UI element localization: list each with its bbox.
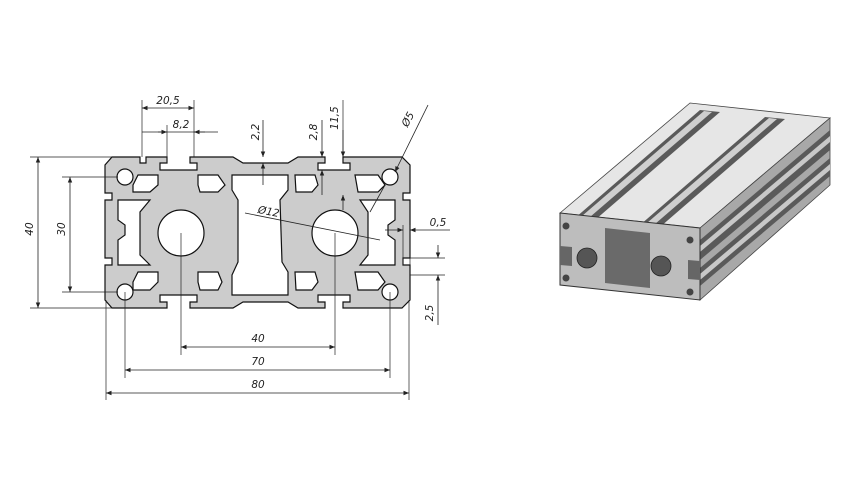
dim-slot-opening: 8,2 bbox=[173, 119, 190, 131]
dim-center-hole: Ø12 bbox=[256, 204, 281, 220]
corner-hole-top-left bbox=[116, 168, 134, 186]
iso-front-center-hole-left bbox=[576, 247, 598, 269]
iso-front-slot-left bbox=[560, 246, 572, 266]
iso-front-slot-right bbox=[688, 260, 700, 280]
iso-top-slot-left-inner bbox=[582, 111, 712, 217]
iso-front-inner-pocket bbox=[605, 228, 650, 288]
iso-front-corner-hole-tl bbox=[562, 222, 570, 230]
dim-corner-hole: Ø5 bbox=[399, 110, 417, 130]
profile-cross-section bbox=[104, 156, 411, 309]
iso-front-corner-hole-br bbox=[686, 288, 694, 296]
dim-slot-width: 20,5 bbox=[156, 95, 180, 107]
isometric-profile-view bbox=[559, 102, 831, 301]
dim-wall-top: 2,2 bbox=[250, 123, 262, 140]
dim-center-distance: 40 bbox=[251, 333, 265, 345]
iso-front-corner-hole-tr bbox=[686, 236, 694, 244]
dim-gap: 0,5 bbox=[430, 217, 447, 229]
iso-front-corner-hole-bl bbox=[562, 274, 570, 282]
dim-height-total: 40 bbox=[24, 222, 36, 236]
dim-height-inner: 30 bbox=[56, 222, 68, 236]
dim-width-total: 80 bbox=[251, 379, 265, 391]
dim-hole-distance: 70 bbox=[251, 356, 265, 368]
iso-front-center-hole-right bbox=[650, 255, 672, 277]
iso-top-slot-right-inner bbox=[647, 118, 777, 224]
corner-hole-top-right bbox=[381, 168, 399, 186]
dimension-lines bbox=[30, 100, 450, 400]
dim-side-wall: 2,5 bbox=[424, 304, 436, 321]
iso-side-slot-bottom-inner bbox=[700, 164, 830, 280]
iso-side-slot-top-inner bbox=[700, 136, 830, 252]
dim-depth: 11,5 bbox=[329, 106, 341, 130]
dim-wall-2: 2,8 bbox=[308, 123, 320, 140]
